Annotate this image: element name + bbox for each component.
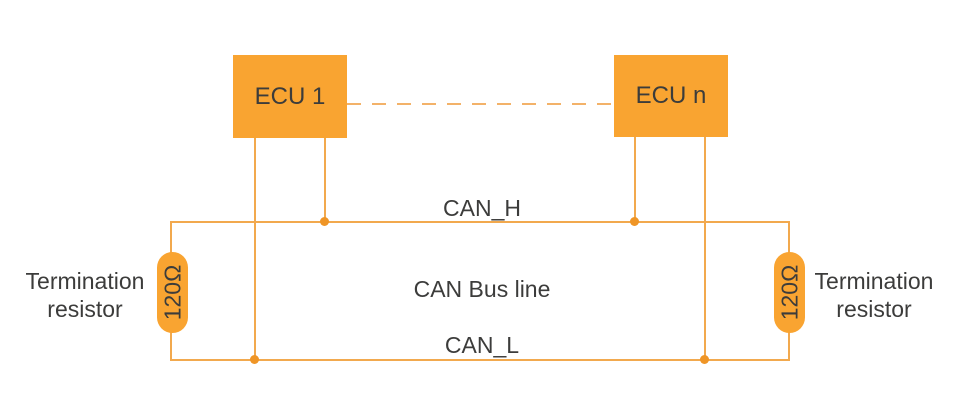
- termination-label-right-line2: resistor: [836, 296, 912, 322]
- termination-label-left-line2: resistor: [47, 296, 123, 322]
- junction-dot-ecun-can-l: [700, 355, 709, 364]
- junction-dot-ecun-can-h: [630, 217, 639, 226]
- can-l-label: CAN_L: [444, 332, 520, 358]
- ecu1-node: ECU 1: [233, 55, 347, 138]
- junction-dot-ecu1-can-h: [320, 217, 329, 226]
- ecu1-leg-to-can-h: [324, 138, 326, 223]
- ecu1-leg-to-can-l: [254, 138, 256, 361]
- junction-dot-ecu1-can-l: [250, 355, 259, 364]
- termination-label-left-line1: Termination: [25, 268, 145, 294]
- ecun-leg-to-can-h: [634, 137, 636, 223]
- termination-resistor-right: 120Ω: [774, 252, 805, 333]
- ecu-dashed-connector: [347, 103, 614, 105]
- termination-resistor-label-left: Termination resistor: [10, 267, 160, 323]
- ecun-leg-to-can-l: [704, 137, 706, 361]
- ecu1-label: ECU 1: [254, 82, 326, 110]
- termination-resistor-left: 120Ω: [157, 252, 188, 333]
- termination-resistor-label-right: Termination resistor: [799, 267, 949, 323]
- ecun-label: ECU n: [635, 82, 707, 109]
- can-bus-line-label: CAN Bus line: [413, 276, 551, 302]
- resistor-value-left: 120Ω: [159, 264, 186, 321]
- termination-label-right-line1: Termination: [814, 268, 934, 294]
- can-h-label: CAN_H: [443, 195, 521, 221]
- ecun-node: ECU n: [614, 55, 728, 137]
